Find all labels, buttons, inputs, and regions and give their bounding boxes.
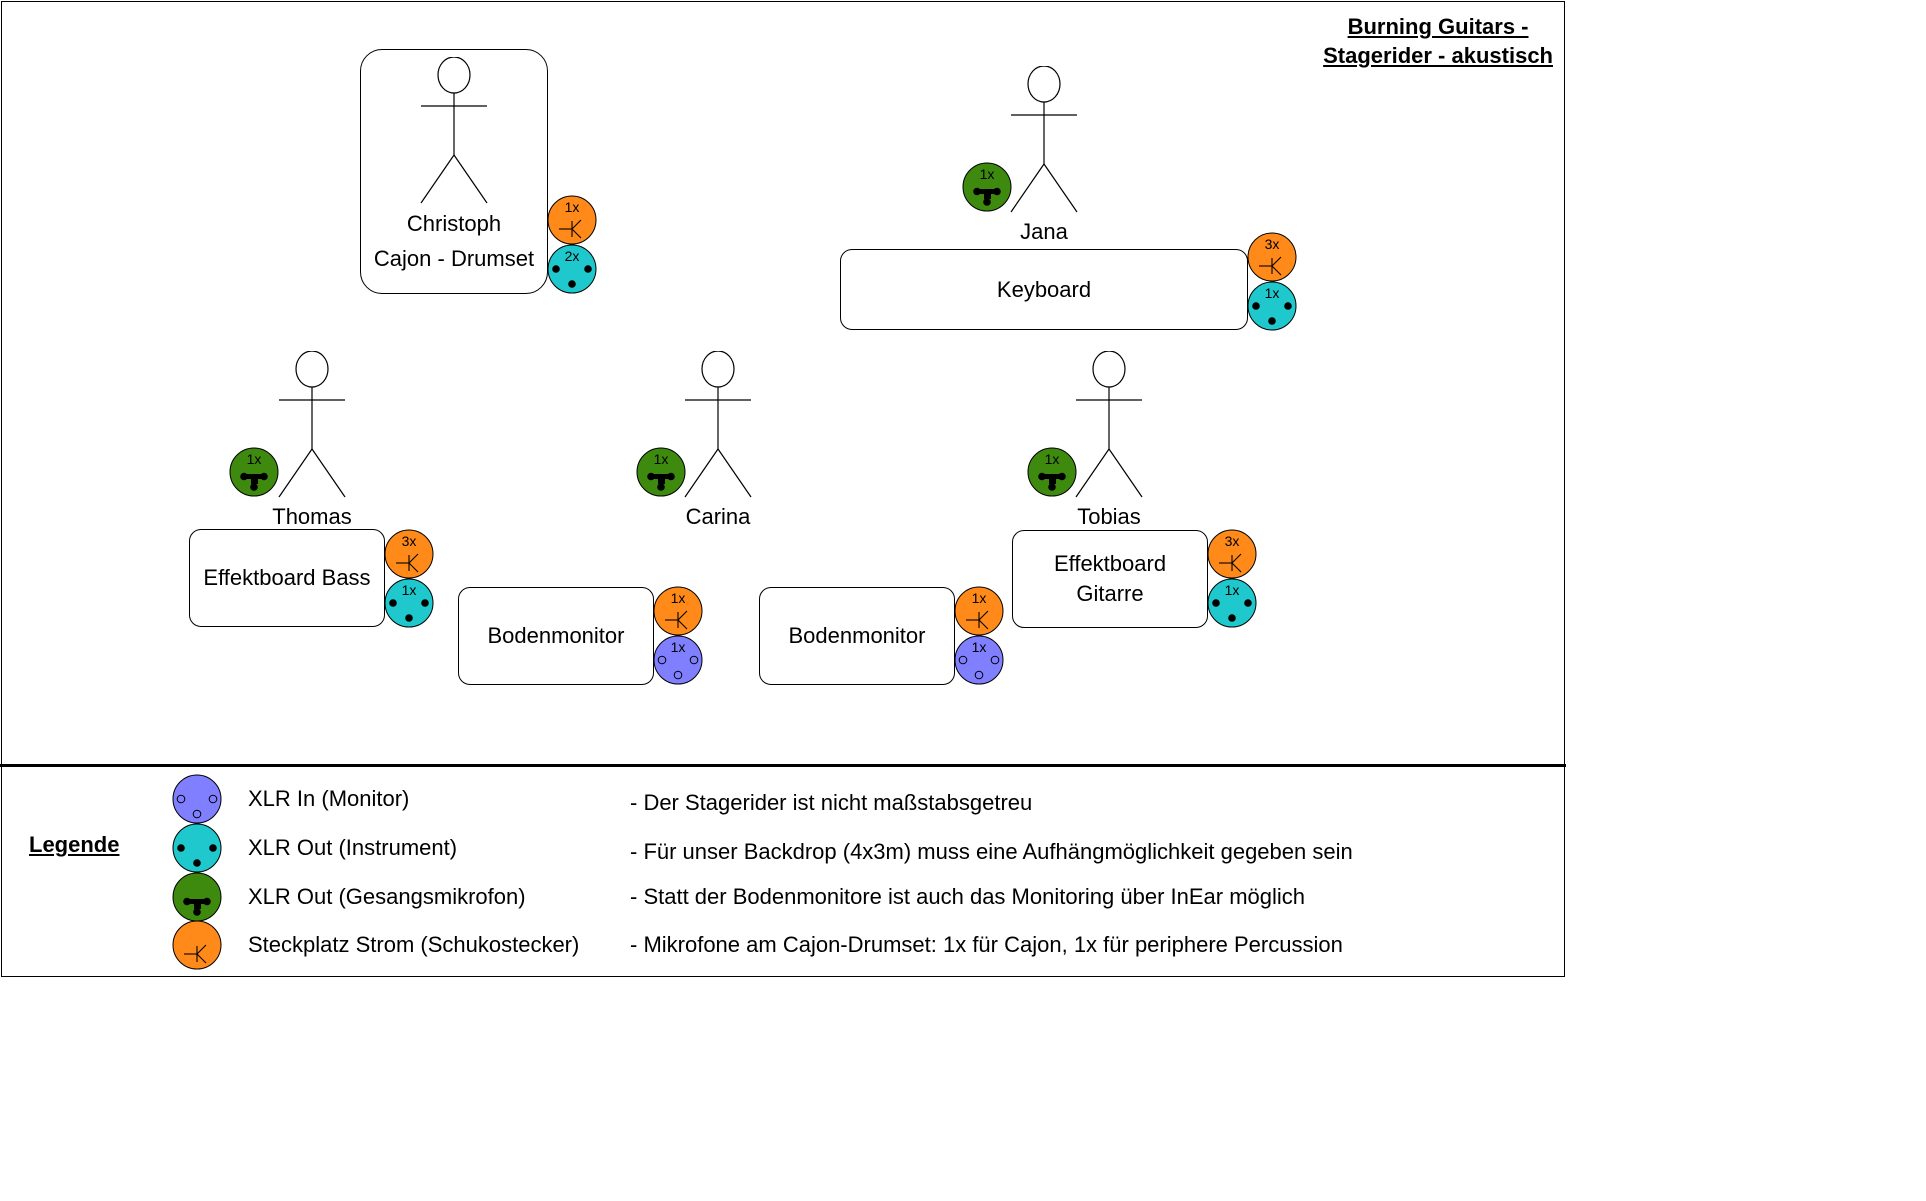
person-icon [277,350,347,506]
power-socket-icon: 3x [1247,232,1297,282]
power-glyph: 3x [1247,232,1297,282]
svg-text:1x: 1x [1265,285,1280,301]
xlr-out-vocal-icon: 1x [962,162,1012,212]
effektboard-gitarre-label: Effektboard Gitarre [1053,551,1167,606]
legend-power-socket-icon [172,920,222,970]
xlr-out-instrument-glyph [172,823,222,873]
page-frame [1,1,1565,977]
power-socket-icon: 1x [547,195,597,245]
power-socket-icon: 1x [653,586,703,636]
svg-text:1x: 1x [972,639,987,655]
bodenmonitor-left-box: Bodenmonitor [458,587,654,685]
xlr-out-vocal-icon: 1x [636,447,686,497]
power-glyph: 3x [1207,529,1257,579]
legend-xlr-out-instrument-icon [172,823,222,873]
effektboard-bass-label: Effektboard Bass [203,565,371,590]
musician-name-christoph: Christoph [406,211,502,236]
page-title: Burning Guitars - Stagerider - akustisch [1323,12,1553,70]
keyboard-label: Keyboard [996,276,1092,302]
svg-text:1x: 1x [671,639,686,655]
xlr-out-vocal-icon: 1x [229,447,279,497]
note-3: - Statt der Bodenmonitore ist auch das M… [630,884,1306,909]
xlr-out-instrument-glyph: 2x [547,244,597,294]
bodenmonitor-right-label: Bodenmonitor [788,623,926,648]
xlr-in-glyph: 1x [954,635,1004,685]
power-socket-icon: 3x [384,529,434,579]
legend-title: Legende [29,832,120,857]
person-icon [683,350,753,506]
xlr-out-instrument-glyph: 1x [1247,281,1297,331]
svg-text:1x: 1x [671,590,686,606]
power-socket-icon: 3x [1207,529,1257,579]
xlr-out-instrument-icon: 1x [1247,281,1297,331]
power-glyph: 1x [547,195,597,245]
svg-text:1x: 1x [654,451,669,467]
title-line-2: Stagerider - akustisch [1323,43,1553,68]
legend-label-power: Steckplatz Strom (Schukostecker) [248,932,580,957]
note-1: - Der Stagerider ist nicht maßstabsgetre… [630,790,1033,815]
svg-text:1x: 1x [247,451,262,467]
legend-label-xlr-out-instrument: XLR Out (Instrument) [248,835,458,860]
legend-label-xlr-out-vocal: XLR Out (Gesangsmikrofon) [248,884,526,909]
svg-text:3x: 3x [1265,236,1280,252]
power-socket-icon: 1x [954,586,1004,636]
musician-name-jana: Jana [1020,219,1068,244]
title-line-1: Burning Guitars - [1347,14,1529,39]
xlr-out-vocal-glyph: 1x [1027,447,1077,497]
xlr-out-instrument-icon: 2x [547,244,597,294]
xlr-in-monitor-icon: 1x [954,635,1004,685]
power-glyph: 3x [384,529,434,579]
xlr-out-vocal-glyph: 1x [636,447,686,497]
xlr-out-instrument-glyph: 1x [1207,578,1257,628]
person-icon [419,56,489,212]
legend-divider [0,764,1566,767]
xlr-out-vocal-glyph: 1x [962,162,1012,212]
keyboard-box: Keyboard [840,249,1248,330]
person-icon [1074,350,1144,506]
note-4: - Mikrofone am Cajon-Drumset: 1x für Caj… [630,932,1343,957]
legend-label-xlr-in: XLR In (Monitor) [248,786,410,811]
svg-text:1x: 1x [980,166,995,182]
xlr-out-vocal-glyph: 1x [229,447,279,497]
svg-text:1x: 1x [402,582,417,598]
legend-xlr-in-icon [172,774,222,824]
musician-name-carina: Carina [685,504,751,529]
svg-text:2x: 2x [565,248,580,264]
svg-text:3x: 3x [402,533,417,549]
svg-text:1x: 1x [1045,451,1060,467]
effektboard-gitarre-box: Effektboard Gitarre [1012,530,1208,628]
xlr-out-instrument-icon: 1x [1207,578,1257,628]
bodenmonitor-right-box: Bodenmonitor [759,587,955,685]
svg-text:1x: 1x [972,590,987,606]
svg-text:1x: 1x [1225,582,1240,598]
musician-name-tobias: Tobias [1077,504,1141,529]
musician-name-thomas: Thomas [272,504,352,529]
xlr-out-instrument-glyph: 1x [384,578,434,628]
power-glyph: 1x [653,586,703,636]
xlr-in-glyph: 1x [653,635,703,685]
legend-xlr-out-vocal-icon [172,872,222,922]
xlr-out-vocal-glyph [172,872,222,922]
stagerider-diagram: Burning Guitars - Stagerider - akustisch… [0,1,1566,977]
person-icon [1009,65,1079,221]
effektboard-bass-box: Effektboard Bass [189,529,385,627]
svg-text:3x: 3x [1225,533,1240,549]
svg-text:1x: 1x [565,199,580,215]
xlr-out-vocal-icon: 1x [1027,447,1077,497]
bodenmonitor-left-label: Bodenmonitor [487,623,625,648]
xlr-in-glyph [172,774,222,824]
power-glyph: 1x [954,586,1004,636]
xlr-out-instrument-icon: 1x [384,578,434,628]
note-2: - Für unser Backdrop (4x3m) muss eine Au… [630,839,1353,864]
power-glyph [172,920,222,970]
instrument-label-christoph: Cajon - Drumset [373,246,535,271]
xlr-in-monitor-icon: 1x [653,635,703,685]
